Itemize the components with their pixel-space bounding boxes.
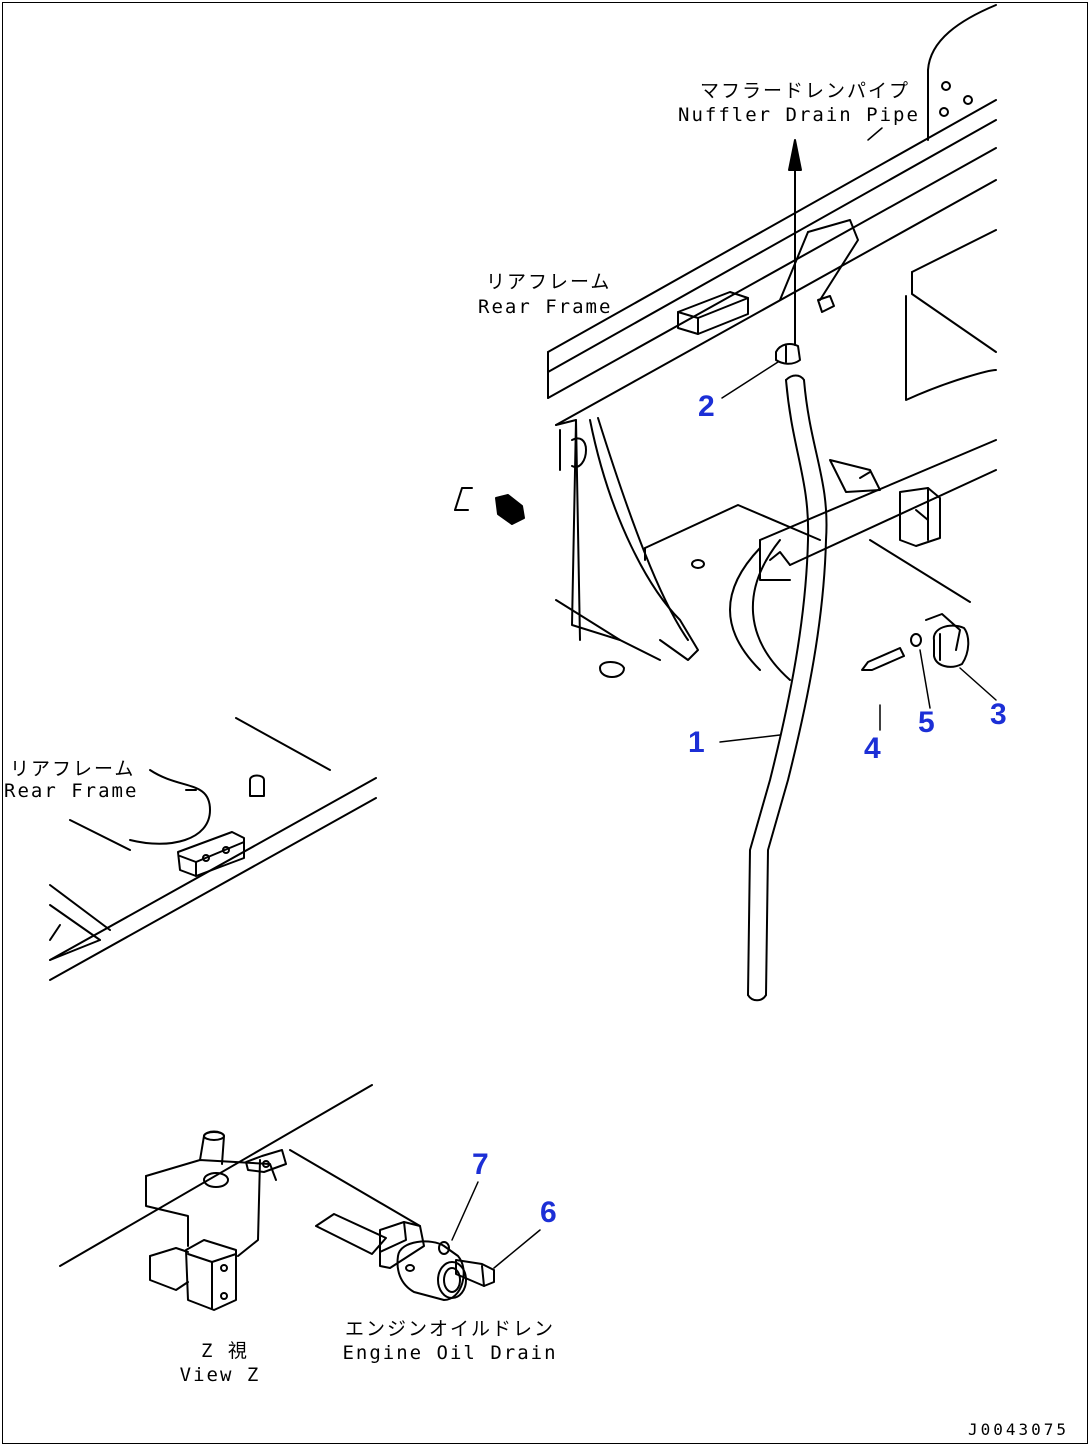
drain-pipe-arrow (788, 139, 802, 346)
part-4-bolt (861, 647, 905, 671)
callout-2: 2 (698, 390, 715, 423)
muffler-drain-label-jp: マフラードレンパイプ (700, 80, 911, 102)
callout-7: 7 (472, 1148, 489, 1181)
view-z-marker (454, 487, 525, 525)
part-2-clip (775, 343, 801, 365)
view-z-assembly (59, 1084, 495, 1311)
muffler-drain-label-en: Nuffler Drain Pipe (678, 104, 920, 126)
callout-3: 3 (990, 698, 1007, 731)
leader-lines (719, 127, 997, 743)
rear-frame-inset-label-en: Rear Frame (4, 780, 139, 802)
callout-1: 1 (688, 726, 705, 759)
drawing-code: J0043075 (968, 1420, 1070, 1439)
part-3-clamp (925, 613, 970, 668)
rear-frame-label-jp: リアフレーム (486, 271, 612, 293)
engine-oil-label-jp: エンジンオイルドレン (344, 1318, 555, 1340)
rear-frame-inset (49, 717, 377, 981)
leader-lines-lower (451, 1181, 541, 1269)
engine-oil-label-en: Engine Oil Drain (342, 1342, 558, 1364)
callout-4: 4 (864, 732, 881, 765)
callout-5: 5 (918, 706, 935, 739)
part-5-washer (910, 633, 922, 647)
part-1-pipe (747, 374, 828, 1002)
rear-frame-inset-label-jp: リアフレーム (10, 758, 136, 780)
view-z-label-en: View Z (179, 1364, 261, 1386)
callout-6: 6 (540, 1196, 557, 1229)
view-z-label-jp: Z 視 (201, 1340, 249, 1362)
rear-frame-label-en: Rear Frame (478, 296, 613, 318)
